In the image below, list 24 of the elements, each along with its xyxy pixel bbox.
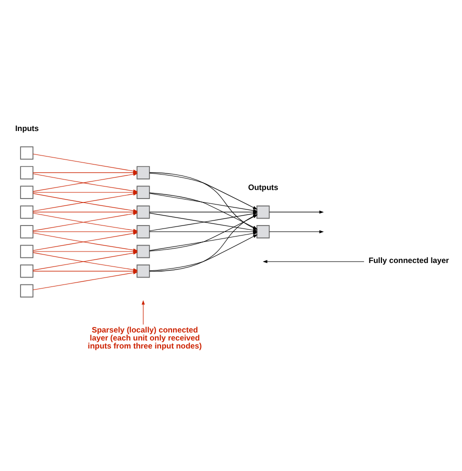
arrow xyxy=(269,210,324,214)
arrow xyxy=(149,234,258,271)
node-box xyxy=(136,204,150,218)
node-box xyxy=(20,224,34,238)
arrow xyxy=(32,270,138,290)
arrow xyxy=(262,260,364,263)
node-box xyxy=(136,264,150,278)
node-box xyxy=(20,264,34,278)
arrow xyxy=(149,172,258,210)
node-box xyxy=(136,224,150,238)
arrow xyxy=(142,300,145,324)
node-box xyxy=(20,284,34,297)
node-box xyxy=(136,166,150,179)
node-box xyxy=(20,185,34,198)
node-box xyxy=(136,185,150,198)
node-box xyxy=(136,244,150,258)
arrow xyxy=(269,230,324,233)
node-box xyxy=(20,244,34,258)
node-box xyxy=(256,204,270,218)
arrow xyxy=(149,231,258,250)
node-box xyxy=(20,146,34,160)
node-box xyxy=(256,224,270,238)
node-box xyxy=(20,204,34,218)
node-box xyxy=(20,166,34,179)
